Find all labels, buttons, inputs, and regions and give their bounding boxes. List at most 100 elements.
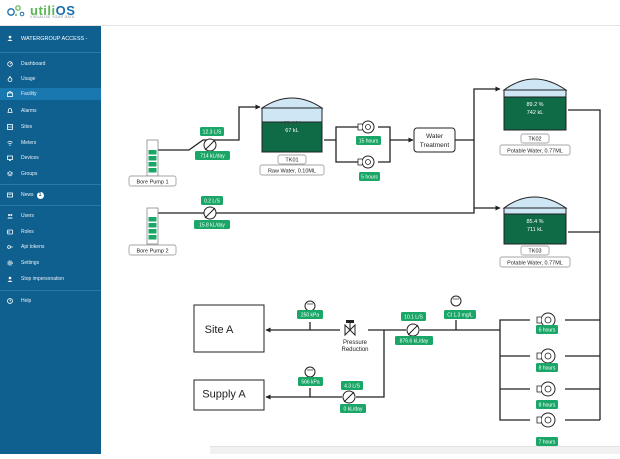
bore-pump-1-label-box [128, 175, 177, 187]
facility-diagram: Bore Pump 1 Bore Pump 2 12.3 L/S 714 kL/… [101, 26, 620, 454]
sidebar-item-usage[interactable]: Usage [0, 73, 101, 85]
tk02-level: 89.2 % [526, 102, 543, 108]
brand-tagline: VISUALISE YOUR DATA [30, 15, 75, 19]
logo-mark-icon [6, 3, 28, 19]
chlorine-level: Cl 1.3 mg/L [447, 313, 473, 319]
sidebar-item-alarms[interactable]: Alarms [0, 105, 101, 117]
water-treatment-line-1: Water [426, 133, 444, 140]
sidebar-item-label: Users [21, 213, 35, 219]
sidebar-item-meters[interactable]: Meters [0, 137, 101, 149]
top-bar: utiliOS VISUALISE YOUR DATA [0, 0, 620, 26]
bore-pump-2-label-box [128, 244, 177, 256]
treatment-pump-1[interactable]: 15 hours [356, 120, 381, 145]
sidebar-item-news[interactable]: News 1 [0, 189, 101, 201]
process-diagram-svg: Bore Pump 1 Bore Pump 2 12.3 L/S 714 kL/… [128, 78, 601, 446]
bell-icon [7, 108, 13, 114]
usage-icon [7, 76, 13, 82]
sidebar-item-label: Facility [21, 91, 37, 97]
daily-flow-tag [194, 220, 230, 229]
sidebar-item-label: Devices [21, 155, 39, 161]
account-switcher[interactable]: WATERGROUP ACCESS - [0, 30, 101, 48]
main-meter-daily: 876.6 kL/day [400, 339, 429, 345]
sidebar-item-label: Sites [21, 124, 33, 130]
sidebar: WATERGROUP ACCESS - Dashboard Usage Faci… [0, 26, 101, 454]
distribution-pump-2-hours: 8 hours [539, 366, 556, 372]
site-a-label: Site A [205, 324, 234, 336]
meter-icon [7, 140, 13, 146]
chlorine-sensor[interactable]: Cl 1.3 mg/L [444, 295, 476, 319]
flow-meter-1[interactable]: 12.3 L/S 714 kL/day [195, 127, 230, 160]
sidebar-item-groups[interactable]: Groups [0, 168, 101, 180]
flow-meter-2-rate: 0.2 L/S [204, 199, 221, 205]
account-name: WATERGROUP ACCESS - [21, 36, 88, 42]
water-treatment-unit[interactable]: Water Treatment [413, 127, 456, 153]
sites-icon [7, 124, 13, 130]
news-count-badge: 1 [36, 191, 44, 199]
pressure-reduction-valve[interactable]: Pressure Reduction [341, 320, 369, 353]
site-a[interactable]: Site A [193, 304, 265, 353]
bore-pump-2[interactable]: Bore Pump 2 [128, 207, 177, 256]
daily-flow-tag [195, 151, 230, 160]
tk02-description: Potable Water, 0.77ML [507, 149, 563, 155]
sidebar-item-devices[interactable]: Devices [0, 152, 101, 164]
help-icon [7, 298, 13, 304]
sidebar-item-help[interactable]: Help [0, 295, 101, 307]
water-treatment-line-2: Treatment [420, 142, 450, 149]
horizontal-scrollbar[interactable] [210, 446, 620, 454]
sidebar-item-label: Settings [21, 260, 40, 266]
supply-a[interactable]: Supply A [193, 379, 265, 411]
main-flow-meter[interactable]: 10.1 L/S 876.6 kL/day [395, 312, 433, 345]
flow-meter-2[interactable]: 0.2 L/S 15.8 kL/day [194, 196, 230, 229]
sidebar-item-users[interactable]: Users [0, 210, 101, 222]
sidebar-item-stop-impersonation[interactable]: Stop impersonation [0, 273, 101, 285]
sidebar-item-facility[interactable]: Facility [0, 88, 101, 100]
distribution-pump-4[interactable]: 7 hours [536, 412, 558, 446]
pressure-reduction-line-1: Pressure [343, 340, 368, 346]
facility-icon [7, 91, 13, 97]
site-a-pressure-gauge[interactable]: 250 kPa [297, 300, 323, 319]
sidebar-item-label: Alarms [21, 108, 37, 114]
pressure-reduction-line-2: Reduction [341, 347, 368, 353]
tk01-id: TK01 [285, 158, 298, 164]
flow-meter-2-daily: 15.8 kL/day [199, 223, 225, 229]
distribution-pump-3-hours: 8 hours [539, 403, 556, 409]
sidebar-item-sites[interactable]: Sites [0, 121, 101, 133]
distribution-pump-3[interactable]: 8 hours [536, 381, 558, 409]
pipe-network [158, 86, 601, 421]
supply-a-flow-meter[interactable]: 4.3 L/S 0 kL/day [340, 381, 366, 413]
tank-tk02[interactable]: 89.2 % 742 kL TK02 Potable Water, 0.77ML [499, 78, 571, 156]
tank-tk01[interactable]: 63.4 % 67 kL TK01 Raw Water, 0.10ML [259, 97, 325, 176]
supply-a-pressure: 566 kPa [301, 380, 320, 386]
groups-icon [7, 171, 13, 177]
sidebar-item-api-tokens[interactable]: Api tokens [0, 241, 101, 253]
brand-logo[interactable]: utiliOS [6, 3, 75, 19]
sidebar-item-label: Help [21, 298, 32, 304]
distribution-pump-2[interactable]: 8 hours [536, 348, 558, 372]
supply-a-label: Supply A [202, 389, 246, 401]
treatment-pump-1-hours: 15 hours [359, 139, 379, 145]
tk02-id: TK02 [528, 137, 541, 143]
roles-icon [7, 229, 13, 235]
sidebar-divider [0, 52, 101, 53]
treatment-pump-2[interactable]: 5 hours [357, 155, 380, 181]
sidebar-item-label: Groups [21, 171, 38, 177]
supply-a-pressure-gauge[interactable]: 566 kPa [298, 366, 323, 386]
site-a-pressure: 250 kPa [301, 313, 320, 319]
flow-rate-tag [200, 127, 224, 136]
sidebar-item-roles[interactable]: Roles [0, 226, 101, 238]
sidebar-item-dashboard[interactable]: Dashboard [0, 58, 101, 70]
tk03-description: Potable Water, 0.77ML [507, 261, 563, 267]
tank-tk03[interactable]: 85.4 % 711 kL TK03 Potable Water, 0.77ML [499, 196, 571, 268]
distribution-pump-1[interactable]: 6 hours [536, 312, 558, 334]
settings-icon [7, 260, 13, 266]
sidebar-item-settings[interactable]: Settings [0, 257, 101, 269]
devices-icon [7, 155, 13, 161]
users-icon [7, 213, 13, 219]
sidebar-item-label: Stop impersonation [21, 276, 65, 282]
stop-icon [7, 276, 13, 282]
token-icon [7, 244, 13, 250]
sidebar-item-label: Usage [21, 76, 36, 82]
tk03-level: 85.4 % [526, 219, 543, 225]
sidebar-item-label: Dashboard [21, 61, 46, 67]
bore-pump-1[interactable]: Bore Pump 1 [128, 139, 177, 187]
